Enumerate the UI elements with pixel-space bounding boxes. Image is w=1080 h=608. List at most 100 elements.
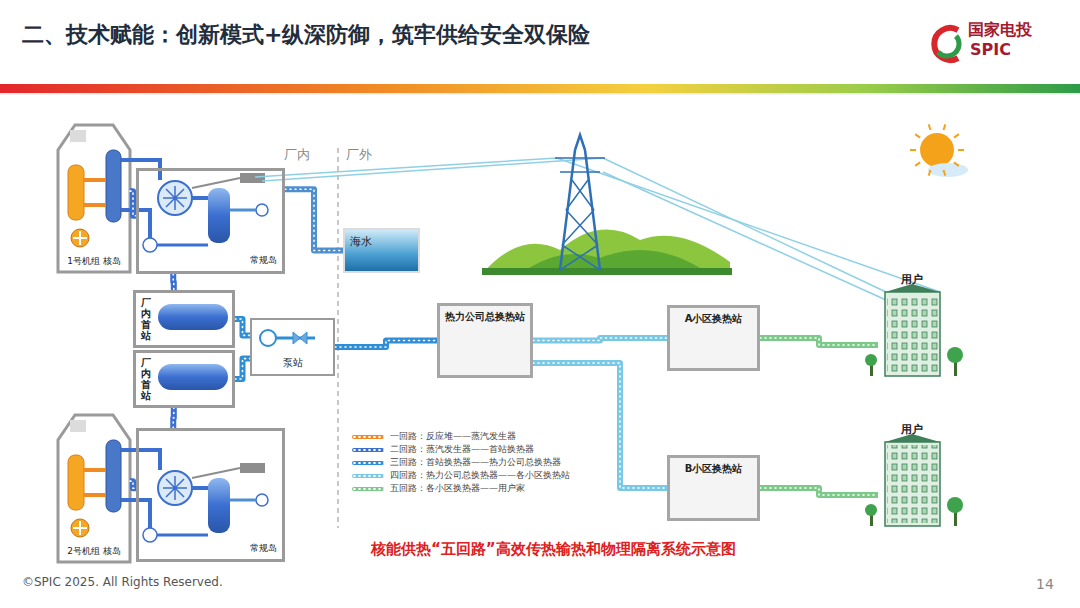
pipe-flow-dots: [533, 338, 667, 341]
nuclear-unit: [70, 130, 86, 142]
node-label: 用户: [899, 271, 925, 288]
transmission-tower: [555, 135, 605, 270]
node-label: 热力公司总换热站: [443, 309, 527, 325]
pipe-flow-dots: [760, 338, 878, 345]
legend-row: 五回路：各小区换热器——用户家: [352, 482, 570, 495]
node-label: 1号机组 核岛: [65, 254, 123, 269]
legend-row: 二回路：蒸汽发生器——首站换热器: [352, 443, 570, 456]
legend-swatch: [352, 487, 384, 491]
sun-ray: [954, 162, 959, 166]
pipe-group: [760, 338, 878, 345]
sea-water-box: 海水: [343, 228, 420, 273]
tree: [865, 347, 963, 526]
plant-boundary: [338, 148, 339, 528]
legend-swatch: [352, 448, 384, 452]
legend-row: 四回路：热力公司总换热器——各小区换热站: [352, 469, 570, 482]
heat-exchanger: [158, 304, 228, 330]
nuclear-unit: [157, 244, 208, 247]
node-label: A小区换热站: [683, 311, 745, 327]
nuclear-unit: [158, 181, 192, 215]
tree: [947, 497, 963, 513]
heat-pipe: [170, 408, 177, 428]
nuclear-unit: [163, 186, 187, 210]
pipe-flow-dots: [285, 189, 343, 250]
heat-pipe: [760, 488, 878, 495]
legend-text: 一回路：反应堆——蒸汽发生器: [390, 430, 516, 443]
node-label: 厂内首站: [139, 296, 153, 342]
pump-symbol: [260, 330, 276, 346]
nuclear-unit: [58, 125, 268, 272]
heat-pipe: [235, 319, 250, 335]
legend-text: 四回路：热力公司总换热器——各小区换热站: [390, 469, 570, 482]
turbine-island: 常规岛: [136, 428, 285, 562]
pipe-flow-dots: [172, 274, 174, 290]
heat-exchanger: [158, 304, 747, 506]
tree: [947, 347, 963, 363]
hills: [482, 268, 732, 275]
nuclear-unit: [71, 229, 89, 247]
turbine-island: 常规岛: [136, 168, 285, 274]
node-label: 海水: [348, 233, 374, 250]
user-building: [885, 292, 940, 376]
legend-text: 二回路：蒸汽发生器——首站换热器: [390, 443, 534, 456]
page-number: 14: [1036, 576, 1054, 592]
nuclear-unit: [192, 178, 240, 188]
heat-pipe: [335, 341, 437, 348]
heat-exchange-station: 热力公司总换热站: [437, 303, 533, 378]
pipe-group: [235, 359, 250, 379]
heat-exchange-station: B小区换热站: [667, 455, 760, 521]
legend-text: 五回路：各小区换热器——用户家: [390, 482, 525, 495]
legend-row: 一回路：反应堆——蒸汽发生器: [352, 430, 570, 443]
tree: [865, 354, 877, 366]
sun-ray: [929, 170, 931, 176]
nuclear-unit: [58, 415, 268, 562]
sun-ray: [943, 124, 945, 130]
legend-swatch: [352, 435, 384, 439]
pump-symbol: [293, 332, 307, 344]
area-label: 厂内: [284, 146, 310, 164]
nuclear-unit: [230, 209, 256, 212]
pipe-group: [173, 408, 175, 428]
header-bar: [0, 84, 1080, 93]
transmission-tower: [560, 135, 600, 270]
hills: [482, 230, 730, 274]
user-building: [885, 284, 940, 526]
heat-station: 厂内首站: [133, 290, 235, 348]
node-label: 常规岛: [248, 541, 279, 556]
sun-ray: [954, 134, 959, 138]
pipe-group: [533, 338, 667, 341]
pipe-group: [760, 488, 878, 495]
pipe-flow-dots: [760, 488, 878, 495]
figure-caption: 核能供热“五回路”高效传热输热和物理隔离系统示意图: [371, 540, 736, 559]
power-lines: [255, 158, 940, 300]
nuclear-unit: [73, 231, 87, 245]
heat-pipe: [533, 363, 667, 488]
logo-mark: [938, 36, 959, 56]
nuclear-unit: [121, 160, 160, 245]
nuclear-unit: [256, 204, 268, 216]
user-building: 用户: [878, 418, 945, 528]
legend-swatch: [352, 461, 384, 465]
power-lines: [603, 172, 886, 300]
node-label: 2号机组 核岛: [65, 544, 123, 559]
heat-exchanger: [158, 364, 228, 390]
pipe-group: [285, 189, 343, 250]
node-label: 泵站: [281, 355, 305, 371]
copyright-note: ©SPIC 2025. All Rights Reserved.: [22, 575, 223, 589]
header-bar: [0, 84, 1080, 95]
pipe-group: [335, 341, 437, 348]
slide-title: 二、技术赋能：创新模式+纵深防御，筑牢供给安全双保险: [22, 20, 590, 50]
nuclear-unit: [84, 180, 106, 205]
legend: 一回路：反应堆——蒸汽发生器二回路：蒸汽发生器——首站换热器三回路：首站换热器—…: [352, 430, 570, 495]
pipe-flow-dots: [172, 408, 174, 428]
heat-pipe: [533, 338, 667, 341]
area-label: 厂外: [346, 146, 372, 164]
pipe-group: [173, 274, 175, 290]
pipe-flow-dots: [235, 359, 250, 379]
plant-boundary: [337, 148, 339, 528]
heat-station: 厂内首站: [133, 350, 235, 408]
power-lines: [262, 158, 603, 181]
